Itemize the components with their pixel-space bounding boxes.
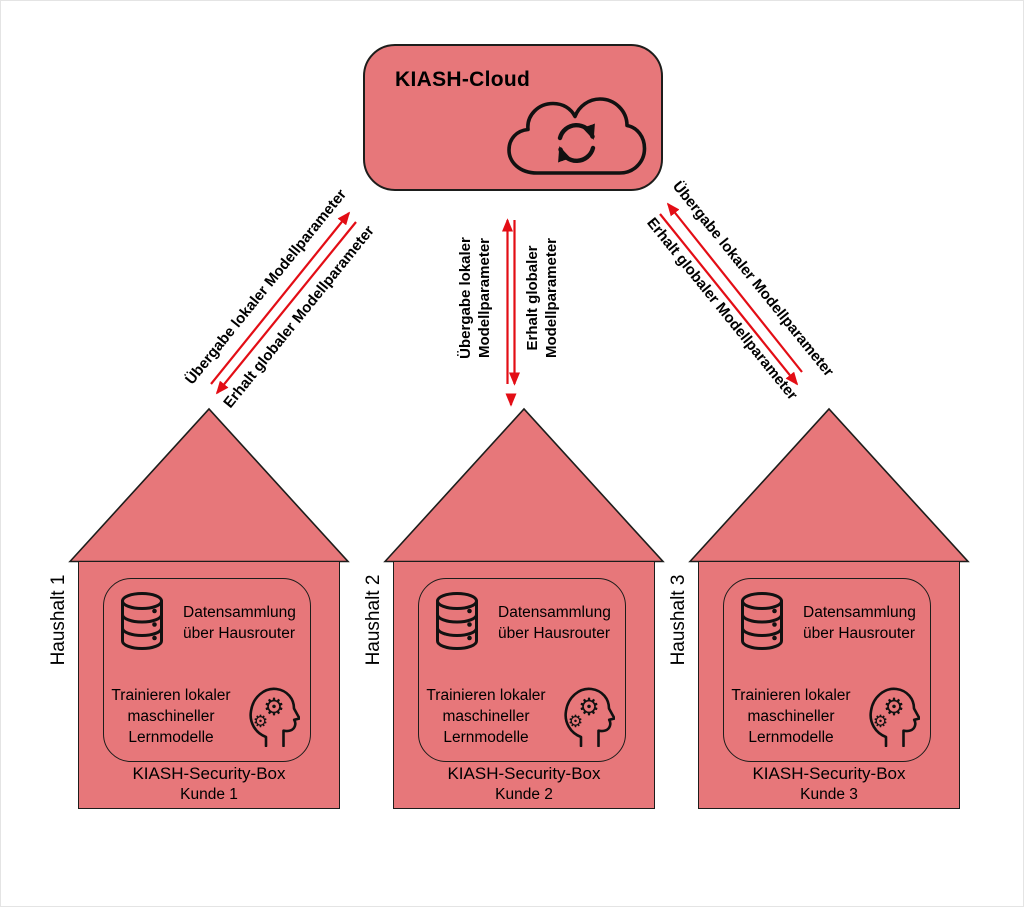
security-box-area: Datensammlung über Hausrouter Trainieren… (418, 578, 626, 762)
ml-head-icon: ⚙ ⚙ (869, 687, 920, 747)
house-haushalt-1: Haushalt 1 Datensammlung über Hausrouter (48, 407, 350, 809)
kiash-cloud-node: KIASH-Cloud (363, 44, 663, 191)
text-line: Lernmodelle (128, 729, 214, 746)
text-line: über Hausrouter (498, 625, 611, 642)
text-line: Datensammlung (183, 604, 296, 621)
security-box-title: KIASH-Security-Box (752, 764, 906, 783)
label-line: Erhalt globaler (524, 245, 541, 351)
text-line: Lernmodelle (443, 729, 529, 746)
house-haushalt-3: Haushalt 3 Datensammlung über Hausrouter (668, 407, 970, 809)
customer-label: Kunde 1 (180, 786, 238, 803)
label-line: Modellparameter (476, 237, 493, 359)
house-roof (383, 407, 665, 563)
house-body: Datensammlung über Hausrouter Trainieren… (78, 561, 340, 809)
customer-label: Kunde 2 (495, 786, 553, 803)
house-body: Datensammlung über Hausrouter Trainieren… (393, 561, 655, 809)
training-text: Trainieren lokaler maschineller Lernmode… (421, 685, 551, 748)
house-roof (688, 407, 970, 563)
security-box-area: Datensammlung über Hausrouter Trainieren… (103, 578, 311, 762)
arrow-right-to-cloud (666, 202, 803, 373)
training-text: Trainieren lokaler maschineller Lernmode… (106, 685, 236, 748)
security-box-area: Datensammlung über Hausrouter Trainieren… (723, 578, 931, 762)
text-line: Lernmodelle (748, 729, 834, 746)
text-line: Trainieren lokaler (731, 687, 851, 704)
text-line: Datensammlung (803, 604, 916, 621)
data-collection-text: Datensammlung über Hausrouter (498, 602, 611, 644)
label-middle-to-cloud: Übergabe lokaler Modellparameter (456, 237, 494, 359)
house-haushalt-2: Haushalt 2 Datensammlung über Hausrouter (363, 407, 665, 809)
text-line: über Hausrouter (803, 625, 916, 642)
security-box-title: KIASH-Security-Box (132, 764, 286, 783)
gear-icon: ⚙ (263, 693, 285, 721)
label-line: Übergabe lokaler (457, 237, 474, 359)
text-line: maschineller (747, 708, 835, 725)
data-collection-text: Datensammlung über Hausrouter (183, 602, 296, 644)
text-line: über Hausrouter (183, 625, 296, 642)
arrow-left-to-cloud (210, 211, 351, 385)
label-middle-to-house: Erhalt globaler Modellparameter (523, 238, 561, 358)
training-text: Trainieren lokaler maschineller Lernmode… (726, 685, 856, 748)
gear-icon: ⚙ (253, 712, 268, 732)
house-roof (68, 407, 350, 563)
house-body: Datensammlung über Hausrouter Trainieren… (698, 561, 960, 809)
gear-icon: ⚙ (578, 693, 600, 721)
cloud-sync-icon (507, 97, 647, 175)
text-line: maschineller (127, 708, 215, 725)
database-icon (121, 592, 163, 650)
cloud-title: KIASH-Cloud (395, 68, 531, 91)
haushalt-label: Haushalt 3 (668, 574, 689, 666)
label-line: Modellparameter (543, 237, 560, 359)
gear-icon: ⚙ (883, 693, 905, 721)
security-box-title: KIASH-Security-Box (447, 764, 601, 783)
database-icon (741, 592, 783, 650)
ml-head-icon: ⚙ ⚙ (564, 687, 615, 747)
data-collection-text: Datensammlung über Hausrouter (803, 602, 916, 644)
gear-icon: ⚙ (873, 712, 888, 732)
customer-label: Kunde 3 (800, 786, 858, 803)
text-line: maschineller (442, 708, 530, 725)
database-icon (436, 592, 478, 650)
text-line: Trainieren lokaler (111, 687, 231, 704)
ml-head-icon: ⚙ ⚙ (249, 687, 300, 747)
gear-icon: ⚙ (568, 712, 583, 732)
text-line: Datensammlung (498, 604, 611, 621)
haushalt-label: Haushalt 1 (48, 574, 69, 666)
text-line: Trainieren lokaler (426, 687, 546, 704)
haushalt-label: Haushalt 2 (363, 574, 384, 666)
